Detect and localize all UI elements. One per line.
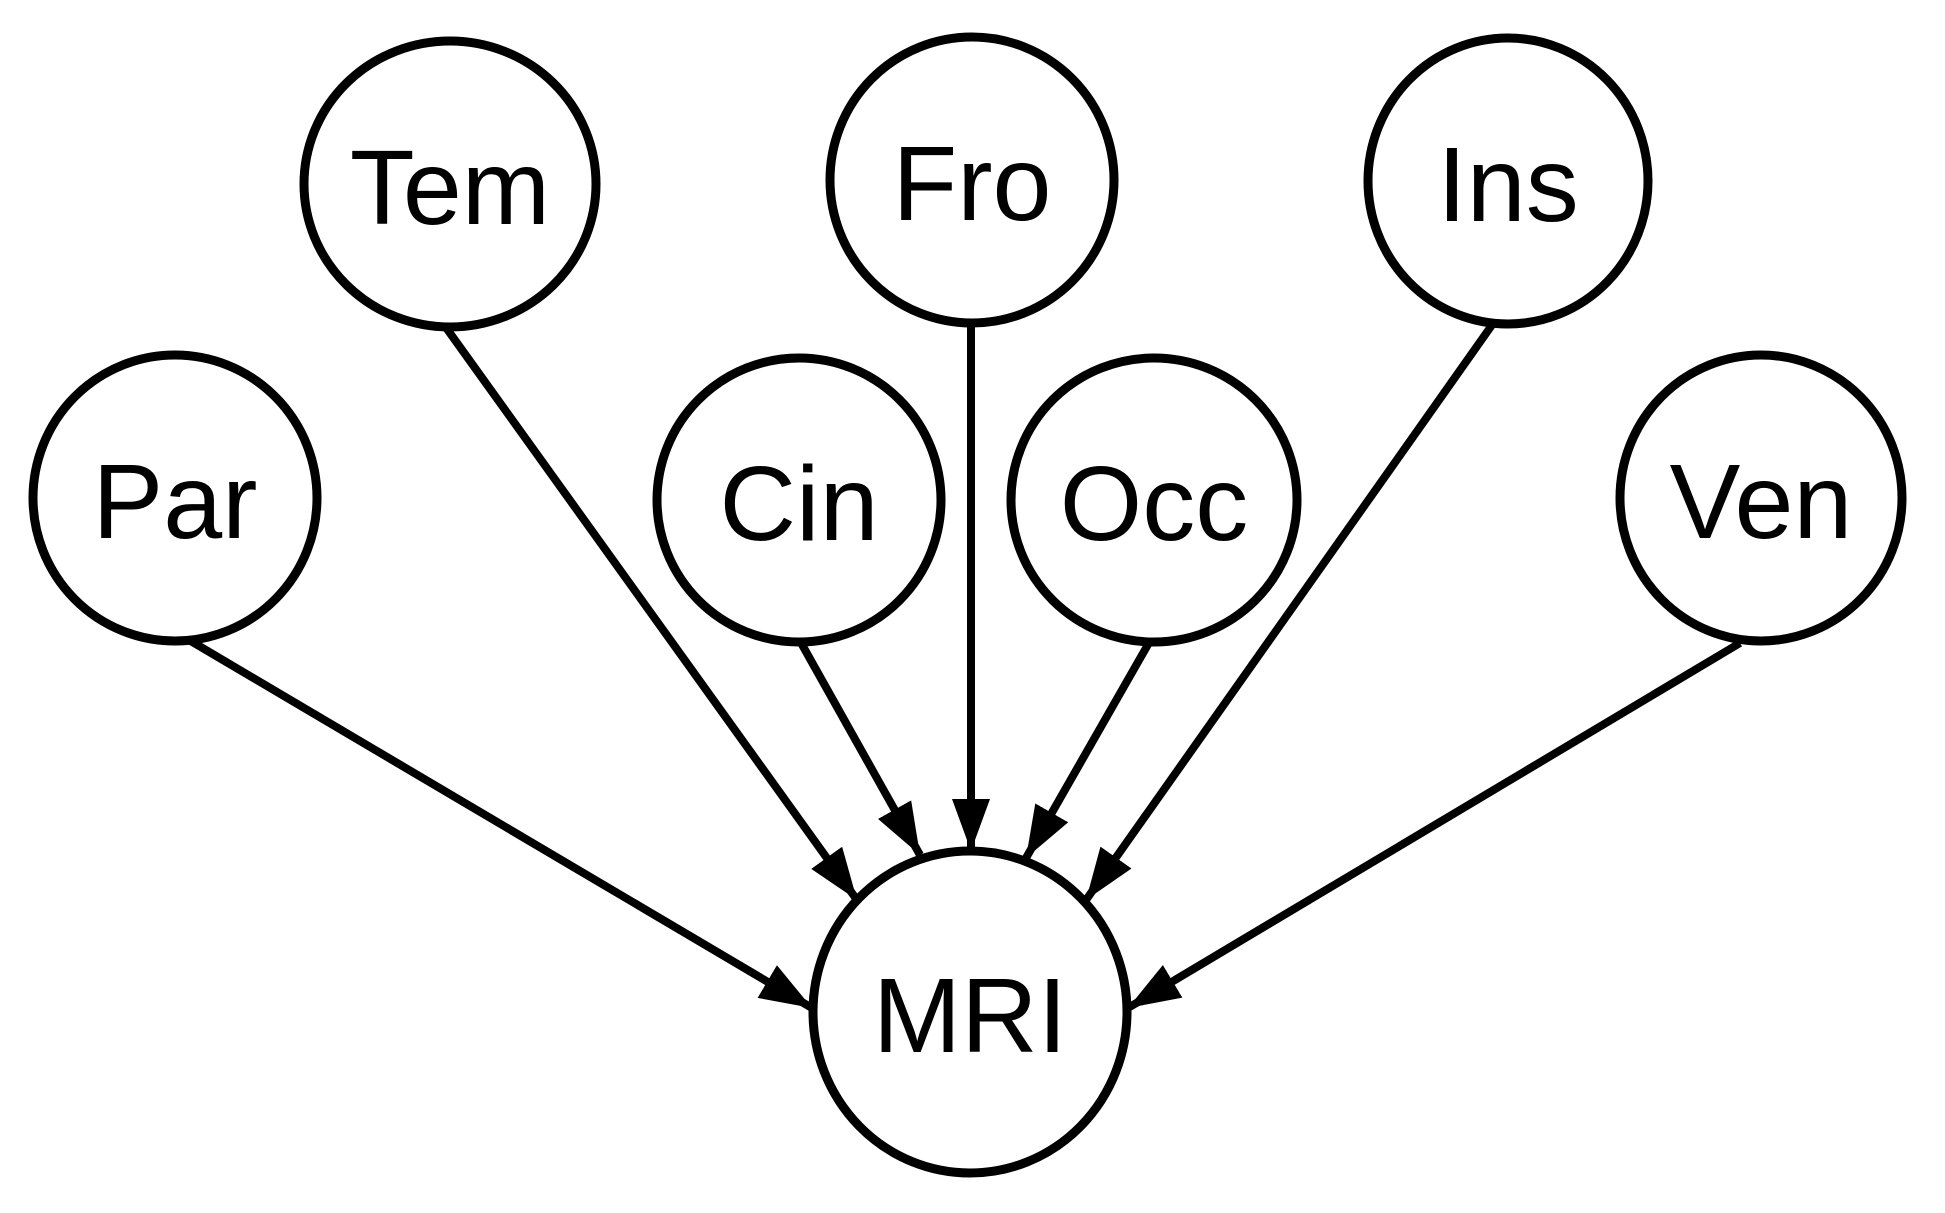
edge-par-to-mri xyxy=(186,636,815,1012)
node-ins: Ins xyxy=(1363,33,1653,329)
edge-ven-to-mri xyxy=(1125,639,1743,1012)
edge-layer xyxy=(186,319,1743,1012)
node-circle-par xyxy=(28,350,322,646)
node-ven: Ven xyxy=(1615,350,1907,646)
node-circle-ins xyxy=(1363,33,1653,329)
node-fro: Fro xyxy=(825,32,1119,328)
node-circle-ven xyxy=(1615,350,1907,646)
node-circle-mri xyxy=(808,846,1132,1178)
node-label-par: Par xyxy=(93,443,258,561)
node-occ: Occ xyxy=(1006,353,1302,647)
node-circle-cin xyxy=(652,353,946,647)
node-circle-tem xyxy=(299,36,601,332)
node-label-ven: Ven xyxy=(1670,443,1853,561)
node-tem: Tem xyxy=(299,36,601,332)
node-circle-fro xyxy=(825,32,1119,328)
node-label-occ: Occ xyxy=(1060,445,1248,563)
node-cin: Cin xyxy=(652,353,946,647)
node-label-cin: Cin xyxy=(719,445,878,563)
node-par: Par xyxy=(28,350,322,646)
edge-occ-to-mri xyxy=(1022,639,1154,860)
node-label-mri: MRI xyxy=(873,957,1067,1075)
node-circle-occ xyxy=(1006,353,1302,647)
node-label-fro: Fro xyxy=(893,125,1052,243)
edge-tem-to-mri xyxy=(438,319,861,903)
node-label-ins: Ins xyxy=(1437,126,1578,244)
node-mri: MRI xyxy=(808,846,1132,1178)
node-label-tem: Tem xyxy=(350,129,550,247)
edge-ins-to-mri xyxy=(1082,322,1496,903)
edge-cin-to-mri xyxy=(796,639,924,857)
